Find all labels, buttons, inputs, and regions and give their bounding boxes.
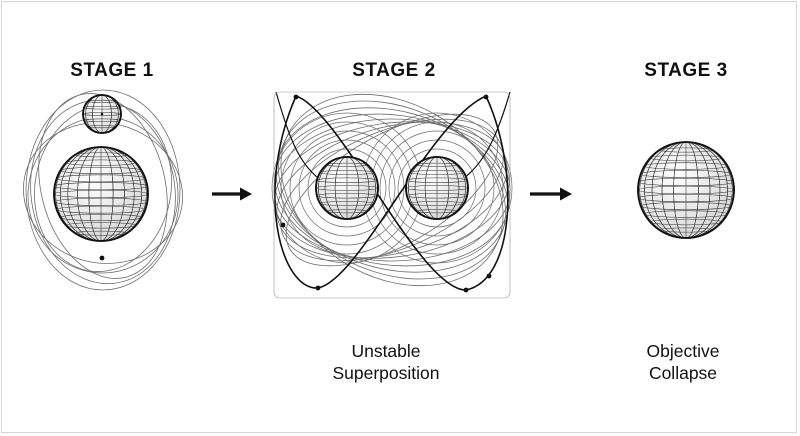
orbit-path	[280, 118, 504, 262]
orbit-path	[38, 93, 168, 279]
orbit-path	[273, 118, 511, 262]
arrow-head	[240, 187, 252, 201]
stage-2-caption: Unstable Superposition	[286, 340, 486, 384]
orbit-path	[278, 100, 506, 280]
orbit-path	[298, 139, 396, 237]
small-sphere-outline	[82, 94, 122, 134]
collapsed-sphere	[637, 141, 735, 239]
stage-2-illustration	[271, 91, 513, 299]
orbit-dot	[293, 94, 299, 100]
orbit-dot	[486, 273, 492, 279]
large-sphere-outline	[53, 146, 149, 242]
orbit-dot	[483, 94, 489, 100]
orbit-dot	[99, 255, 105, 261]
orbit-dot	[315, 285, 321, 291]
stage-3-title: STAGE 3	[644, 60, 728, 81]
superposed-sphere-left	[315, 156, 379, 220]
orbit-path	[285, 113, 499, 267]
orbit-path	[397, 148, 477, 228]
stage-2-caption-line-1: Unstable	[351, 341, 421, 361]
stage-3-caption-line-1: Objective	[646, 341, 720, 361]
orbit-path	[274, 121, 510, 259]
arrow-right-icon	[212, 187, 252, 201]
orbit-dot	[280, 222, 286, 228]
stage-2-caption-line-2: Superposition	[332, 363, 440, 383]
collapsed-sphere-outline	[637, 141, 735, 239]
orbit-path	[275, 107, 509, 273]
orbit-dot	[463, 287, 469, 293]
large-sphere	[53, 146, 149, 242]
arrows	[212, 187, 572, 201]
stage-1-illustration	[23, 89, 183, 291]
orbit-path	[276, 121, 508, 259]
stage-3-caption: Objective Collapse	[583, 340, 783, 384]
superposition-bounds	[273, 91, 511, 299]
superposed-sphere-right-outline	[405, 156, 469, 220]
orbit-path	[379, 130, 495, 246]
orbit-path	[274, 113, 510, 267]
stage-3-illustration	[637, 141, 735, 239]
arrow-head	[560, 187, 572, 201]
orbit-dot	[100, 112, 104, 116]
stage-2-title: STAGE 2	[352, 60, 436, 81]
superposed-sphere-right	[405, 156, 469, 220]
stage-3-caption-line-2: Collapse	[648, 363, 718, 383]
arrow-right-icon	[530, 187, 572, 201]
orbit-path	[25, 89, 181, 291]
orbit-path	[388, 139, 486, 237]
stage-1-title: STAGE 1	[70, 60, 154, 81]
superposed-sphere-left-outline	[315, 156, 379, 220]
